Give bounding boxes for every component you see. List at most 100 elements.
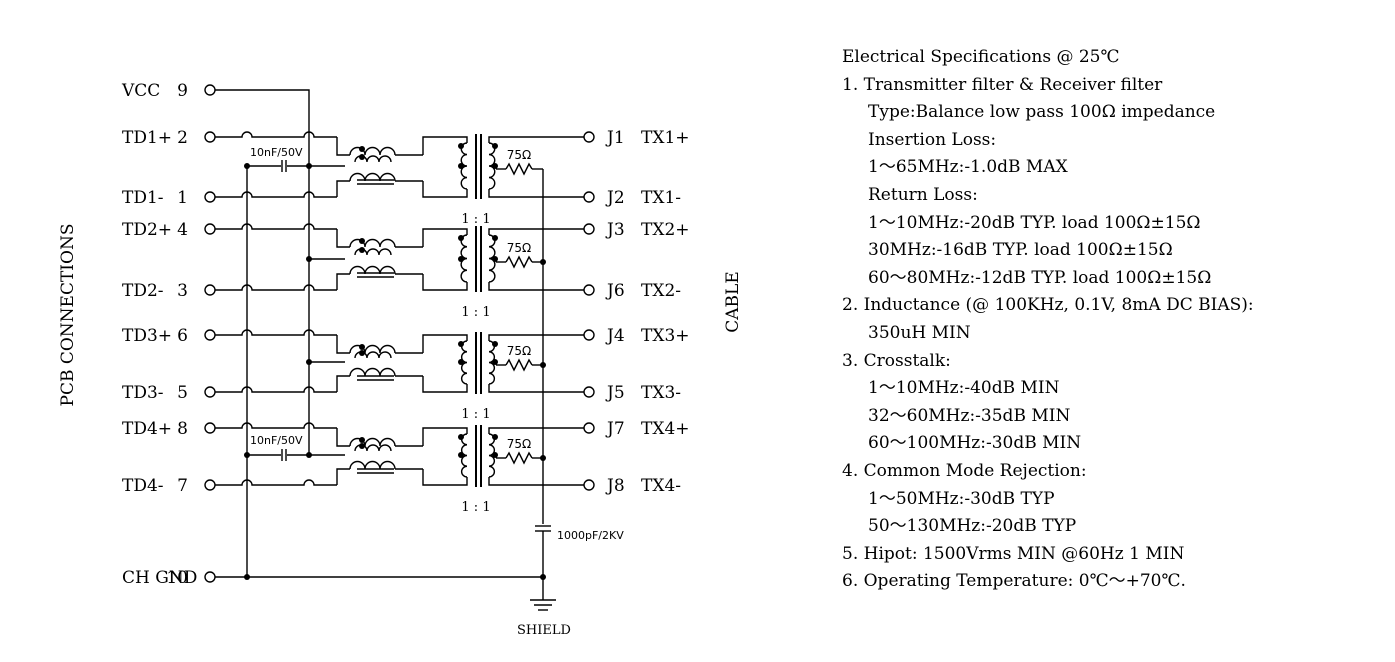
transformer-primary [461, 340, 468, 385]
left-pin-terminal [204, 479, 216, 491]
cable-wire [488, 189, 584, 198]
choke-coil [349, 146, 396, 156]
junction-dot [244, 452, 250, 458]
spec-line: 350uH MIN [868, 322, 971, 343]
specs-title: Electrical Specifications @ 25℃ [842, 47, 1120, 67]
turns-ratio-label: 1 : 1 [461, 500, 490, 515]
choke-lead [336, 137, 350, 156]
shield-label: SHIELD [517, 623, 571, 638]
primary-lead [422, 228, 468, 247]
left-pin-terminal [204, 329, 216, 341]
primary-lead [422, 136, 468, 155]
polarity-dot [458, 163, 464, 169]
right-pin-id: J5 [605, 383, 625, 403]
choke-coil [349, 367, 396, 377]
junction-dot [540, 455, 546, 461]
transformer-secondary [488, 433, 495, 478]
electrical-specifications: Electrical Specifications @ 25℃ 1. Trans… [842, 44, 1387, 596]
resistor-label: 75Ω [507, 148, 531, 162]
choke-lead [336, 375, 350, 392]
left-pin-terminal [204, 284, 216, 296]
termination-resistor [505, 451, 533, 465]
polarity-dot [359, 238, 365, 244]
polarity-dot [458, 256, 464, 262]
cable-wire [488, 136, 584, 143]
transformer-secondary [488, 142, 496, 190]
spec-line: 1～10MHz:-40dB MIN [868, 378, 1060, 399]
right-pin-terminal [583, 329, 595, 341]
polarity-dot [359, 247, 365, 253]
spec-line: 6. Operating Temperature: 0℃～+70℃. [842, 571, 1186, 592]
td-minus-wire [215, 479, 337, 486]
polarity-dot [359, 146, 365, 152]
choke-coil [349, 344, 396, 354]
choke-coil [349, 265, 396, 275]
left-pin-name: TD2- [122, 281, 164, 301]
spec-line: 50～130MHz:-20dB TYP [868, 516, 1077, 537]
right-pin-signal: TX2- [641, 281, 681, 301]
left-pin-terminal [204, 422, 216, 434]
polarity-dot [359, 154, 365, 160]
pcb-connections-label: PCB CONNECTIONS [58, 224, 78, 407]
right-pin-id: J1 [605, 128, 625, 148]
right-pin-terminal [583, 386, 595, 398]
cap-label-bottom: 10nF/50V [250, 434, 303, 447]
polarity-dot [492, 143, 498, 149]
resistor-label: 75Ω [507, 241, 531, 255]
right-pin-signal: TX3+ [641, 326, 690, 346]
polarity-dot [359, 344, 365, 350]
right-pin-id: J3 [605, 220, 625, 240]
left-pin-number: 9 [177, 81, 188, 101]
spec-line: 30MHz:-16dB TYP. load 100Ω±15Ω [868, 240, 1173, 261]
spec-line: 1. Transmitter filter & Receiver filter [842, 74, 1163, 95]
right-pin-terminal [583, 422, 595, 434]
cable-wire [488, 282, 584, 291]
spec-line: 60～100MHz:-30dB MIN [868, 433, 1082, 454]
primary-lead [422, 181, 468, 198]
junction-dot [306, 359, 312, 365]
junction-dot [244, 163, 250, 169]
choke-lead [336, 468, 350, 485]
left-pin-number: 1 [177, 188, 188, 208]
hv-capacitor-label: 1000pF/2KV [557, 529, 624, 542]
left-pin-terminal [204, 131, 216, 143]
left-pin-terminal [204, 84, 216, 96]
td-minus-wire [215, 191, 337, 198]
polarity-dot [492, 359, 498, 365]
turns-ratio-label: 1 : 1 [461, 212, 490, 227]
junction-dot [540, 259, 546, 265]
left-pin-terminal [204, 571, 216, 583]
junction-dot [540, 362, 546, 368]
left-pin-terminal [204, 191, 216, 203]
left-pin-name: TD4+ [122, 419, 172, 439]
polarity-dot [458, 452, 464, 458]
left-pin-number: 7 [177, 476, 188, 496]
left-pin-name: TD3+ [122, 326, 172, 346]
td-minus-wire [215, 284, 337, 291]
choke-lead [336, 180, 350, 197]
left-pin-number: 2 [177, 128, 188, 148]
right-pin-id: J4 [605, 326, 625, 346]
transformer-secondary [488, 234, 496, 283]
turns-ratio-label: 1 : 1 [461, 407, 490, 422]
transformer-secondary [488, 340, 495, 385]
right-pin-terminal [583, 191, 595, 203]
right-pin-id: J7 [605, 419, 625, 439]
primary-lead [422, 427, 468, 446]
spec-line: 2. Inductance (@ 100KHz, 0.1V, 8mA DC BI… [842, 295, 1254, 316]
left-pin-name: TD2+ [122, 220, 172, 240]
left-pin-number: 6 [177, 326, 188, 346]
td-plus-wire [215, 422, 337, 429]
left-pin-number: 5 [177, 383, 188, 403]
spec-line: 1～10MHz:-20dB TYP. load 100Ω±15Ω [868, 212, 1201, 233]
left-pin-terminal [204, 386, 216, 398]
transformer-primary [460, 142, 468, 190]
right-pin-id: J2 [605, 188, 625, 208]
polarity-dot [458, 235, 464, 241]
spec-line: Insertion Loss: [868, 129, 997, 150]
spec-line: Return Loss: [868, 184, 978, 205]
primary-lead [422, 334, 468, 353]
td-plus-wire [215, 131, 337, 138]
right-pin-signal: TX1+ [641, 128, 690, 148]
primary-lead [422, 274, 468, 291]
